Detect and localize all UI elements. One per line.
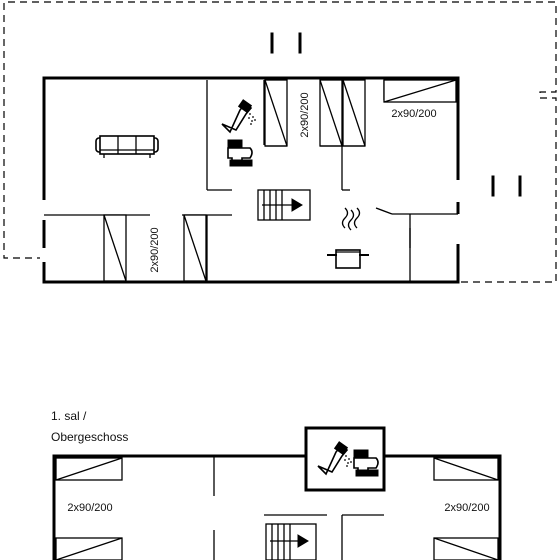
ground-bed-pair-top-middle — [264, 79, 366, 147]
upper-toilet-icon — [353, 449, 379, 477]
upper-bed-right — [433, 457, 499, 560]
terrace-outline — [3, 1, 557, 283]
upper-floor-label-line1: 1. sal / — [51, 409, 87, 423]
bed-label-upper-left: 2x90/200 — [67, 502, 112, 514]
upper-stairs-icon — [265, 523, 317, 560]
ground-bed-top-right — [383, 79, 457, 103]
upper-floor: 1. sal / Obergeschoss — [51, 409, 502, 560]
bed-label-ground-top-middle: 2x90/200 — [299, 92, 311, 137]
upper-outer-walls — [52, 426, 502, 560]
bed-label-ground-top-right: 2x90/200 — [391, 108, 436, 120]
ground-openings — [40, 180, 462, 262]
ground-floor: 2x90/200 2x90/200 2x90/200 — [3, 1, 557, 284]
upper-interior-walls — [213, 456, 384, 560]
cooking-pot-icon — [327, 207, 369, 269]
upper-bed-left — [55, 457, 123, 560]
stairs-up-icon — [257, 189, 311, 221]
shower-icon — [221, 99, 256, 134]
bed-label-upper-right: 2x90/200 — [444, 502, 489, 514]
toilet-icon — [227, 139, 253, 167]
ground-bed-pair-left — [103, 214, 207, 282]
upper-shower-icon — [317, 441, 352, 476]
upper-floor-label-line2: Obergeschoss — [51, 430, 128, 444]
bed-label-ground-left: 2x90/200 — [149, 227, 161, 272]
entrance-marks — [270, 32, 522, 197]
sofa-icon — [95, 135, 159, 158]
